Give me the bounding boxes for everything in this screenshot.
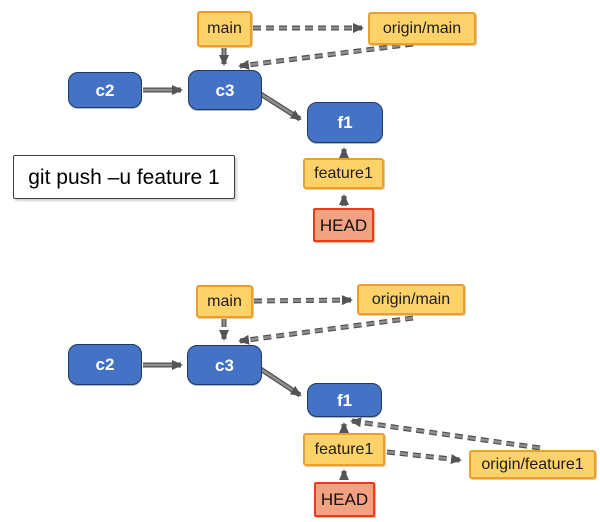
node-before-push-head: HEAD bbox=[313, 208, 374, 242]
node-before-push-main: main bbox=[197, 11, 252, 47]
node-before-push-feature1: feature1 bbox=[303, 158, 384, 189]
node-before-push-f1: f1 bbox=[307, 102, 383, 143]
node-after-push-origin-feature1: origin/feature1 bbox=[469, 450, 596, 479]
node-before-push-origin-main: origin/main bbox=[368, 12, 476, 45]
node-after-push-origin-main: origin/main bbox=[357, 284, 465, 315]
node-after-push-main: main bbox=[196, 285, 253, 318]
node-after-push-feature1: feature1 bbox=[303, 433, 385, 466]
node-after-push-c2: c2 bbox=[68, 344, 142, 385]
edge-c3-to-f1 bbox=[257, 365, 302, 398]
node-before-push-c3: c3 bbox=[188, 70, 262, 110]
node-after-push-f1: f1 bbox=[307, 383, 382, 417]
node-before-push-c2: c2 bbox=[68, 72, 142, 108]
node-after-push-c3: c3 bbox=[187, 345, 262, 385]
edge-origin-main-to-c3 bbox=[238, 315, 414, 345]
edge-origin-feature1-to-f1 bbox=[350, 417, 541, 451]
command-label-before-push-command: git push –u feature 1 bbox=[13, 155, 235, 199]
edge-c3-to-f1 bbox=[257, 90, 302, 122]
node-after-push-head: HEAD bbox=[314, 482, 375, 517]
edge-feature1-to-origin-feature1 bbox=[386, 449, 462, 464]
edge-main-to-origin-main bbox=[253, 295, 353, 306]
edge-origin-main-to-c3 bbox=[238, 41, 414, 70]
